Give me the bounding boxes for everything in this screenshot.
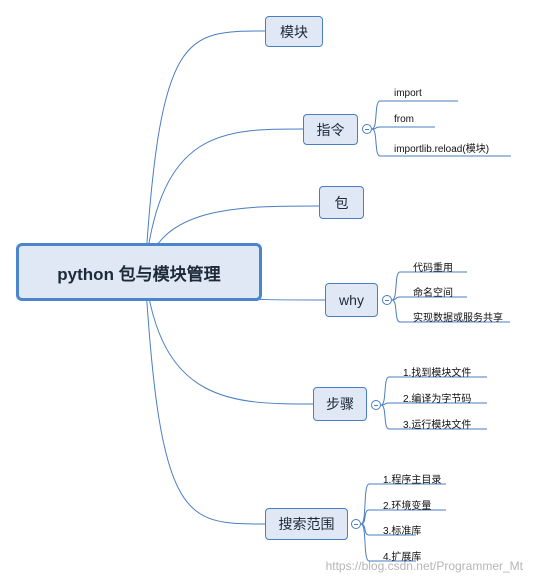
leaf-connector-1-2	[391, 299, 401, 323]
leaf-compile-bytecode: 2.编译为字节码	[403, 394, 472, 405]
leaf-env-variable: 2.环境变量	[383, 501, 432, 512]
branch-label: 包	[334, 194, 349, 211]
leaf-connector-3-3	[360, 523, 370, 562]
leaf-find-module: 1.找到模块文件	[403, 368, 472, 379]
leaf-connector-0-2	[371, 128, 381, 157]
root-link-5	[144, 271, 266, 525]
leaf-connector-1-1	[391, 296, 401, 301]
leaf-connector-3-0	[360, 483, 370, 525]
leaf-standard-library: 3.标准库	[383, 526, 422, 537]
branch-label: 模块	[280, 23, 308, 40]
collapse-toggle-icon[interactable]	[382, 295, 392, 305]
leaf-data-sharing: 实现数据或服务共享	[413, 313, 503, 324]
leaf-connector-2-0	[380, 376, 390, 406]
leaf-connector-3-1	[360, 509, 370, 525]
root-label: python 包与模块管理	[57, 264, 221, 284]
leaf-connector-0-0	[371, 100, 381, 130]
root-link-4	[144, 271, 314, 405]
branch-label: 搜索范围	[278, 516, 335, 532]
branch-node-modules[interactable]: 模块	[265, 16, 323, 47]
leaf-import: import	[394, 88, 422, 99]
collapse-toggle-icon[interactable]	[362, 124, 372, 134]
leaf-extension-library: 4.扩展库	[383, 552, 422, 563]
branch-label: 指令	[316, 121, 345, 138]
leaf-code-reuse: 代码重用	[413, 263, 453, 274]
branch-label: 步骤	[326, 396, 354, 412]
watermark: https://blog.csdn.net/Programmer_Mt	[325, 559, 523, 573]
leaf-importlib-reload: importlib.reload(模块)	[394, 144, 490, 155]
collapse-toggle-icon[interactable]	[371, 400, 381, 410]
root-link-0	[144, 30, 266, 273]
leaf-main-directory: 1.程序主目录	[383, 475, 442, 486]
leaf-connector-1-0	[391, 271, 401, 301]
branch-node-package[interactable]: 包	[319, 186, 364, 219]
leaf-connector-2-2	[380, 404, 390, 430]
leaf-run-module: 3.运行模块文件	[403, 420, 472, 431]
leaf-from: from	[394, 114, 414, 125]
branch-node-steps[interactable]: 步骤	[313, 387, 367, 421]
branch-label: why	[339, 292, 364, 308]
branch-node-why[interactable]: why	[325, 283, 378, 317]
root-link-1	[144, 128, 304, 273]
branch-node-search-scope[interactable]: 搜索范围	[265, 508, 348, 540]
branch-node-commands[interactable]: 指令	[303, 114, 358, 145]
root-node[interactable]: python 包与模块管理	[16, 243, 262, 301]
collapse-toggle-icon[interactable]	[351, 519, 361, 529]
leaf-namespace: 命名空间	[413, 288, 453, 299]
